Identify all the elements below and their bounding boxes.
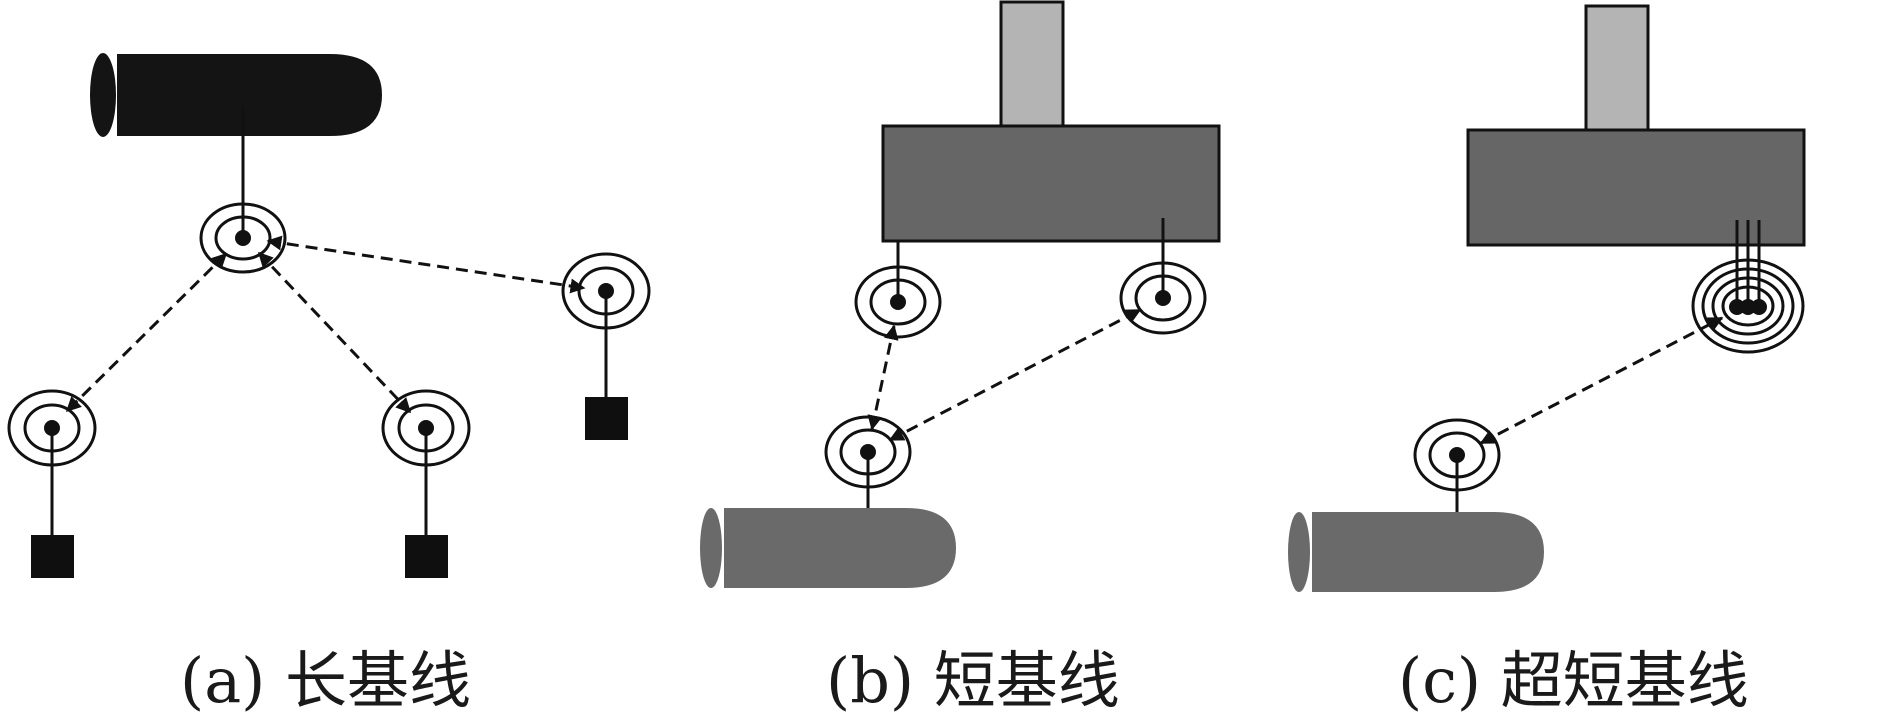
acoustic-links-a xyxy=(65,235,586,414)
caption-a: (a) 长基线 xyxy=(180,644,472,717)
ship-hull xyxy=(1466,128,1806,247)
ship-mast xyxy=(999,0,1065,130)
transponder-right xyxy=(561,252,651,440)
anchor-weight xyxy=(585,397,628,440)
array-cables xyxy=(1735,220,1761,307)
anchor-weight xyxy=(31,535,74,578)
transponder-middle xyxy=(381,389,471,578)
caption-b: (b) 短基线 xyxy=(826,644,1120,717)
hydrophone-b-right xyxy=(1119,261,1207,335)
ship-mast xyxy=(1584,4,1650,134)
panel-a-long-baseline xyxy=(7,53,651,578)
anchor-weight xyxy=(405,535,448,578)
panel-b-short-baseline xyxy=(700,0,1221,588)
hydrophone-array-c xyxy=(1691,258,1805,354)
transponder-left xyxy=(7,389,97,578)
auv-grey-b xyxy=(700,508,956,588)
acoustic-link-c xyxy=(1479,316,1724,445)
ship-b xyxy=(881,0,1221,243)
ship-hull xyxy=(881,124,1221,243)
auv-dark xyxy=(90,53,382,137)
transducer-auv-b xyxy=(824,415,912,512)
acoustic-links-b xyxy=(867,308,1142,442)
transducer-auv-c xyxy=(1413,418,1501,516)
panel-c-ultra-short-baseline xyxy=(1288,4,1806,592)
ship-c xyxy=(1466,4,1806,247)
transducer-auv-a xyxy=(199,202,287,274)
auv-grey-c xyxy=(1288,512,1544,592)
caption-c: (c) 超短基线 xyxy=(1398,644,1749,717)
